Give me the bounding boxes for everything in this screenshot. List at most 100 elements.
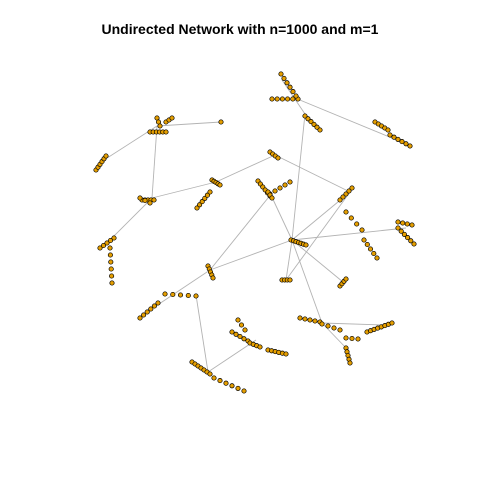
network-node xyxy=(287,179,293,185)
network-node xyxy=(269,195,275,201)
network-node xyxy=(197,202,203,208)
network-node xyxy=(290,96,296,102)
network-node xyxy=(137,315,143,321)
network-node xyxy=(223,380,229,386)
network-node xyxy=(170,291,176,298)
network-node xyxy=(163,129,169,135)
network-node xyxy=(354,221,360,227)
network-node xyxy=(274,96,280,102)
network-edge xyxy=(294,97,405,144)
network-node xyxy=(111,235,117,241)
network-edge xyxy=(285,191,351,281)
network-node xyxy=(242,327,248,333)
network-node xyxy=(207,371,213,377)
network-node xyxy=(278,71,284,77)
network-node xyxy=(395,225,401,231)
network-node xyxy=(162,291,168,297)
network-node xyxy=(147,200,153,206)
network-node xyxy=(346,188,352,194)
network-node xyxy=(404,221,410,227)
network-node xyxy=(155,300,161,306)
network-edge xyxy=(109,197,153,241)
network-node xyxy=(343,191,349,197)
network-edge xyxy=(274,154,351,193)
network-edge xyxy=(291,113,306,241)
network-node xyxy=(395,219,401,225)
network-node xyxy=(142,197,148,204)
network-node xyxy=(279,96,285,102)
network-node xyxy=(218,119,224,125)
network-node xyxy=(185,292,191,299)
network-node xyxy=(97,245,103,251)
network-node xyxy=(389,320,395,326)
network-node xyxy=(207,189,213,195)
network-node xyxy=(177,292,184,298)
network-node xyxy=(107,252,113,258)
network-node xyxy=(337,197,343,203)
network-node xyxy=(337,327,343,333)
network-node xyxy=(348,215,354,221)
network-node xyxy=(151,197,157,203)
network-node xyxy=(169,115,175,121)
network-node xyxy=(193,293,199,299)
network-node xyxy=(287,84,293,90)
network-edge xyxy=(156,121,222,127)
network-node xyxy=(104,240,110,246)
network-node xyxy=(319,321,325,327)
network-node xyxy=(349,185,355,191)
network-node xyxy=(387,132,393,138)
network-node xyxy=(287,277,293,283)
network-node xyxy=(343,335,349,341)
network-node xyxy=(374,255,380,261)
network-node xyxy=(269,96,275,102)
network-node xyxy=(241,336,247,342)
network-node xyxy=(349,335,355,342)
network-node xyxy=(361,237,367,243)
network-edge xyxy=(269,192,293,241)
network-node xyxy=(400,220,406,226)
network-node xyxy=(217,378,223,384)
network-node xyxy=(235,317,241,323)
network-node xyxy=(229,329,235,335)
network-node xyxy=(257,344,263,350)
network-node xyxy=(141,312,147,318)
network-node xyxy=(340,194,346,200)
network-node xyxy=(367,246,374,252)
network-node xyxy=(398,228,404,234)
network-node xyxy=(293,93,299,99)
network-node xyxy=(359,227,365,233)
network-node xyxy=(395,136,401,142)
network-node xyxy=(283,351,289,357)
network-node xyxy=(210,275,216,281)
network-node xyxy=(399,139,405,145)
network-node xyxy=(241,388,247,394)
network-node xyxy=(229,383,235,389)
network-edge xyxy=(207,339,257,373)
network-edge xyxy=(291,227,407,241)
network-node xyxy=(371,250,377,257)
edge-layer xyxy=(103,79,407,373)
network-node xyxy=(343,209,349,215)
network-node xyxy=(302,316,308,322)
network-edge xyxy=(209,192,273,271)
network-node xyxy=(199,199,205,205)
network-node xyxy=(409,222,415,228)
network-node xyxy=(284,80,290,86)
network-node xyxy=(405,235,411,241)
network-node xyxy=(137,195,143,201)
network-node xyxy=(109,280,115,286)
network-node xyxy=(312,318,318,324)
network-node xyxy=(103,153,109,159)
network-edge xyxy=(291,239,344,283)
network-edge xyxy=(151,125,158,199)
network-edge xyxy=(215,154,276,183)
network-node xyxy=(202,195,208,201)
network-node xyxy=(408,238,414,244)
network-node xyxy=(144,309,150,315)
network-node xyxy=(194,205,200,211)
network-edge xyxy=(195,294,209,373)
network-node xyxy=(343,276,349,282)
network-node xyxy=(217,182,223,188)
